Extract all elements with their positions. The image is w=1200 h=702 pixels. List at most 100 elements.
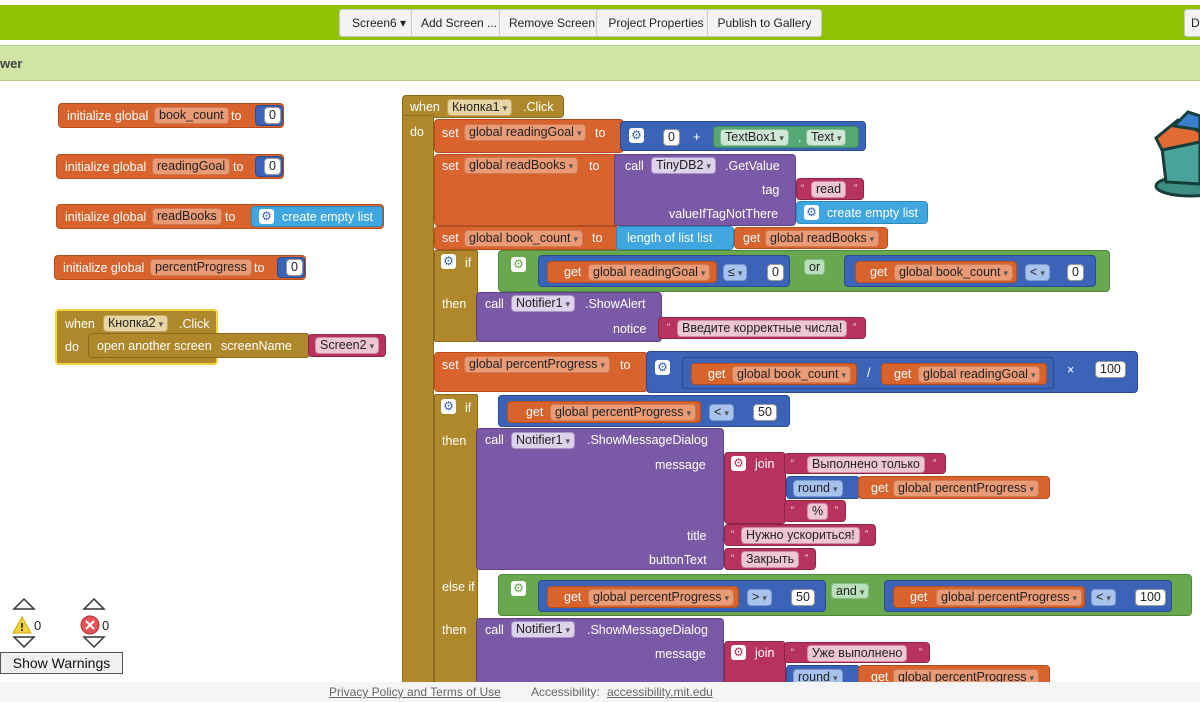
set-read-books-block[interactable]: set global readBooks▾ to xyxy=(434,154,620,226)
screen-name-block[interactable]: Screen2▾ xyxy=(308,334,386,357)
show-message-dialog-block[interactable]: call Notifier1▾ .ShowMessageDialog messa… xyxy=(476,428,724,570)
text-field[interactable]: % xyxy=(807,503,829,520)
compare-block[interactable]: get global percentProgress▾ >▾ 50 xyxy=(538,580,826,612)
error-prev-arrow-icon[interactable] xyxy=(82,597,106,611)
compare-block[interactable]: get global percentProgress▾ <▾ 50 xyxy=(498,395,790,427)
button1-click-event[interactable]: when Кнопка1▾ .Click xyxy=(402,95,564,118)
number-field[interactable]: 0 xyxy=(286,259,303,276)
gear-icon[interactable]: ⚙ xyxy=(629,128,644,143)
gear-icon[interactable]: ⚙ xyxy=(731,645,746,660)
var-name-field[interactable]: book_count xyxy=(154,107,229,124)
text-block[interactable]: “ Нужно ускориться! ” xyxy=(724,524,876,546)
if-block[interactable]: ⚙ if then xyxy=(434,250,478,342)
join-block[interactable]: ⚙ join xyxy=(724,641,786,682)
var-name-field[interactable]: readBooks xyxy=(152,208,222,225)
text-field[interactable]: Нужно ускориться! xyxy=(741,527,860,544)
component-dropdown[interactable]: Notifier1▾ xyxy=(511,295,576,312)
textbox-text-block[interactable]: TextBox1▾ . Text▾ xyxy=(713,126,859,148)
component-dropdown[interactable]: TinyDB2▾ xyxy=(651,157,716,174)
gear-icon[interactable]: ⚙ xyxy=(511,581,526,596)
error-next-arrow-icon[interactable] xyxy=(82,635,106,649)
var-dropdown[interactable]: global percentProgress▾ xyxy=(588,589,735,606)
tinydb-getvalue-block[interactable]: call TinyDB2▾ .GetValue tag valueIfTagNo… xyxy=(614,154,796,226)
screen-select[interactable]: Screen6 ▾ xyxy=(339,9,419,37)
gear-icon[interactable]: ⚙ xyxy=(804,205,819,220)
get-percent-progress-block[interactable]: get global percentProgress▾ xyxy=(858,665,1050,682)
create-empty-list-block[interactable]: ⚙ create empty list xyxy=(251,206,383,227)
join-block[interactable]: ⚙ join xyxy=(724,452,786,524)
gear-icon[interactable]: ⚙ xyxy=(511,257,526,272)
var-name-field[interactable]: readingGoal xyxy=(152,158,231,175)
compare-block[interactable]: get global readingGoal▾ ≤▾ 0 xyxy=(538,255,790,287)
init-read-books-block[interactable]: initialize global readBooks to ⚙ create … xyxy=(56,204,384,229)
trash-can-icon[interactable] xyxy=(1152,106,1200,198)
text-field[interactable]: Выполнено только xyxy=(807,456,925,473)
property-dropdown[interactable]: Text▾ xyxy=(806,129,847,146)
var-dropdown[interactable]: global readingGoal▾ xyxy=(588,264,711,281)
project-properties-button[interactable]: Project Properties xyxy=(596,9,716,37)
operator-dropdown[interactable]: <▾ xyxy=(709,404,734,421)
operator-dropdown[interactable]: <▾ xyxy=(1025,264,1050,281)
var-dropdown[interactable]: global book_count▾ xyxy=(894,264,1014,281)
component-field[interactable]: Кнопка1▾ xyxy=(447,99,513,116)
round-dropdown[interactable]: round▾ xyxy=(793,669,843,682)
divide-block[interactable]: get global book_count▾ / get global read… xyxy=(682,357,1054,389)
operator-dropdown[interactable]: ≤▾ xyxy=(723,264,748,281)
compare-block[interactable]: get global percentProgress▾ <▾ 100 xyxy=(884,580,1172,612)
set-reading-goal-block[interactable]: set global readingGoal▾ to xyxy=(434,119,624,153)
gear-icon[interactable]: ⚙ xyxy=(441,399,456,414)
var-dropdown[interactable]: global book_count▾ xyxy=(732,366,852,383)
var-dropdown[interactable]: global readBooks▾ xyxy=(464,157,579,174)
show-message-dialog-block[interactable]: call Notifier1▾ .ShowMessageDialog messa… xyxy=(476,618,724,682)
component-dropdown[interactable]: TextBox1▾ xyxy=(720,129,789,146)
remove-screen-button[interactable]: Remove Screen xyxy=(499,9,605,37)
screen-dropdown[interactable]: Screen2▾ xyxy=(315,337,380,354)
get-reading-goal-block[interactable]: get global readingGoal▾ xyxy=(547,261,717,283)
var-dropdown[interactable]: global percentProgress▾ xyxy=(550,404,697,421)
if-else-block[interactable]: ⚙ if then else if then xyxy=(434,394,478,682)
get-percent-progress-block[interactable]: get global percentProgress▾ xyxy=(547,586,739,608)
var-dropdown[interactable]: global readingGoal▾ xyxy=(464,124,587,141)
component-field[interactable]: Кнопка2▾ xyxy=(103,315,169,332)
gear-icon[interactable]: ⚙ xyxy=(259,209,274,224)
compare-block[interactable]: get global book_count▾ <▾ 0 xyxy=(844,255,1096,287)
init-percent-progress-block[interactable]: initialize global percentProgress to 0 xyxy=(54,255,306,280)
var-dropdown[interactable]: global book_count▾ xyxy=(464,230,584,247)
text-field[interactable]: Закрыть xyxy=(741,551,800,568)
number-field[interactable]: 100 xyxy=(1135,589,1166,606)
add-block[interactable]: ⚙ 0 + TextBox1▾ . Text▾ xyxy=(620,121,866,151)
text-block[interactable]: “ Уже выполнено ” xyxy=(784,642,930,663)
number-block[interactable]: 0 xyxy=(255,156,283,177)
number-field[interactable]: 50 xyxy=(753,404,777,421)
gear-icon[interactable]: ⚙ xyxy=(441,254,456,269)
round-block[interactable]: round▾ xyxy=(786,665,860,682)
number-field[interactable]: 0 xyxy=(767,264,784,281)
length-of-list-block[interactable]: length of list list xyxy=(616,226,734,250)
add-screen-button[interactable]: Add Screen ... xyxy=(411,9,507,37)
text-block[interactable]: “ Введите корректные числа! ” xyxy=(658,317,866,339)
init-reading-goal-block[interactable]: initialize global readingGoal to 0 xyxy=(56,154,284,179)
text-block[interactable]: “ Закрыть ” xyxy=(724,548,816,570)
privacy-link[interactable]: Privacy Policy and Terms of Use xyxy=(329,685,501,699)
var-dropdown[interactable]: global percentProgress▾ xyxy=(936,589,1083,606)
number-field[interactable]: 0 xyxy=(264,158,281,175)
number-field[interactable]: 100 xyxy=(1095,361,1126,378)
gear-icon[interactable]: ⚙ xyxy=(731,456,746,471)
var-name-field[interactable]: percentProgress xyxy=(150,259,252,276)
show-warnings-button[interactable]: Show Warnings xyxy=(0,652,123,674)
text-block[interactable]: “ % ” xyxy=(784,500,846,522)
set-book-count-block[interactable]: set global book_count▾ to xyxy=(434,226,620,250)
accessibility-link[interactable]: accessibility.mit.edu xyxy=(607,685,713,699)
create-empty-list-block[interactable]: ⚙ create empty list xyxy=(796,201,928,224)
get-percent-progress-block[interactable]: get global percentProgress▾ xyxy=(893,586,1085,608)
blocks-workspace[interactable]: initialize global book_count to 0 initia… xyxy=(0,82,1200,682)
text-block[interactable]: “ read ” xyxy=(796,178,864,200)
warning-prev-arrow-icon[interactable] xyxy=(12,597,36,611)
warning-next-arrow-icon[interactable] xyxy=(12,635,36,649)
component-dropdown[interactable]: Notifier1▾ xyxy=(511,432,576,449)
get-percent-progress-block[interactable]: get global percentProgress▾ xyxy=(858,476,1050,499)
number-field[interactable]: 0 xyxy=(663,129,680,146)
var-dropdown[interactable]: global readingGoal▾ xyxy=(918,366,1041,383)
var-dropdown[interactable]: global percentProgress▾ xyxy=(464,356,611,373)
and-dropdown[interactable]: and▾ xyxy=(831,583,870,599)
